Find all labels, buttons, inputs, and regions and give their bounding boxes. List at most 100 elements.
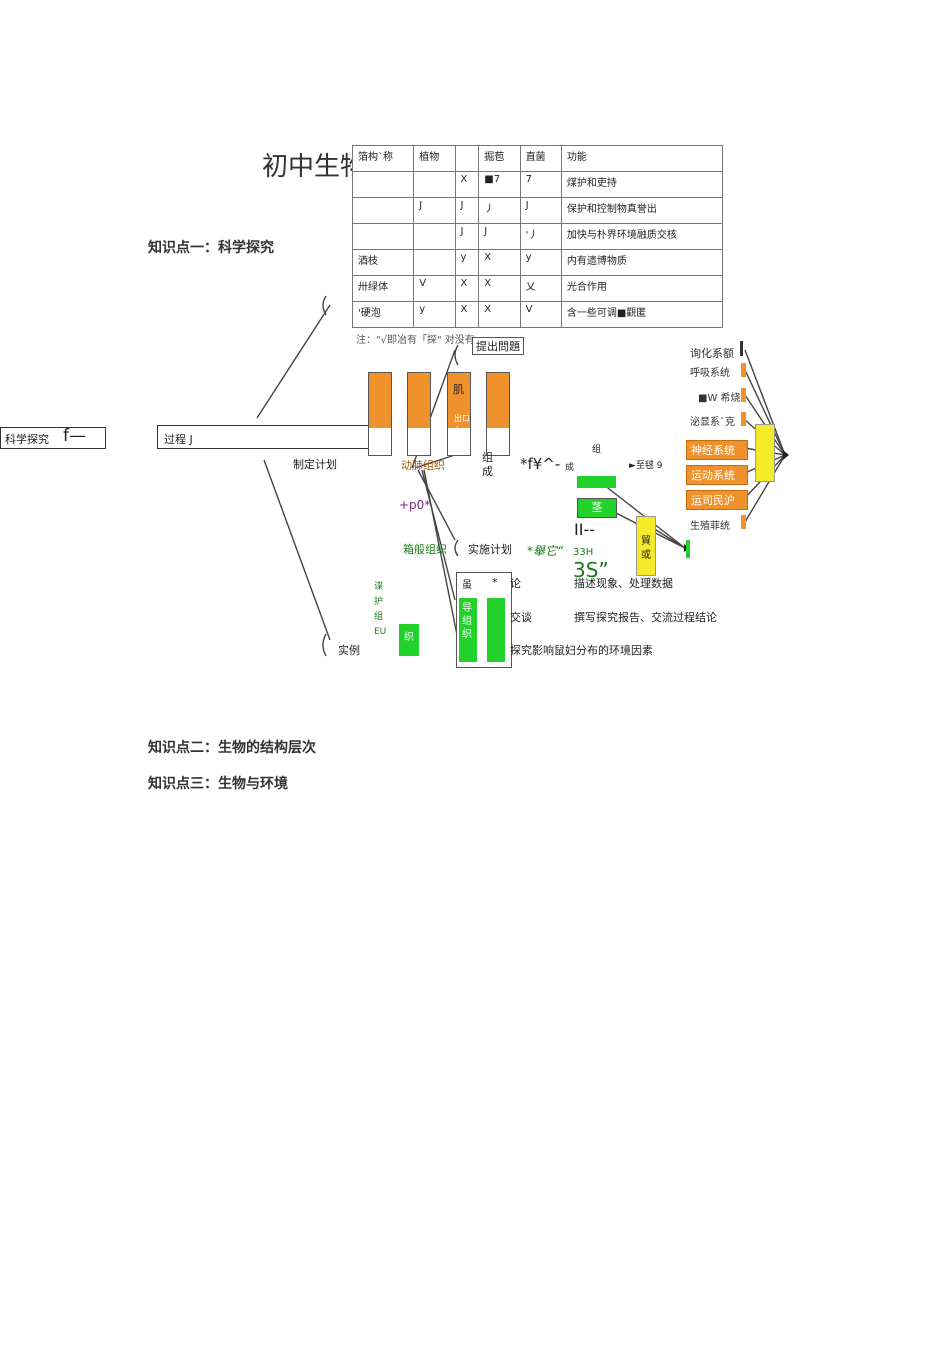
table-cell: '丿 xyxy=(520,224,561,250)
system-breath: 呼吸系统 xyxy=(690,364,730,379)
compose2-label: 组 xyxy=(592,442,601,455)
table-cell: ■7 xyxy=(479,172,520,198)
system-circ: 运司民沪 xyxy=(686,490,748,510)
green-block-1 xyxy=(577,476,616,488)
orange-bar-3: 肌 出口+ xyxy=(447,372,471,456)
table-header-row: 箔构`称 植物 掘苞 直菌 功能 xyxy=(353,146,723,172)
table-cell: y xyxy=(455,250,479,276)
repro-marker xyxy=(741,515,746,529)
star-it-label: *舉它“ xyxy=(527,542,563,559)
table-header-cell: 功能 xyxy=(561,146,722,172)
table-cell: X xyxy=(455,302,479,328)
green-bar-2-top: * xyxy=(492,576,498,589)
table-cell: 乂 xyxy=(520,276,561,302)
table-header-cell: 箔构`称 xyxy=(353,146,414,172)
h33-label: 33H xyxy=(573,547,593,558)
science-inquiry-mark: f— xyxy=(63,426,86,446)
implement-label: 实施计划 xyxy=(468,541,512,557)
table-header-cell xyxy=(455,146,479,172)
protect-1: 谍 xyxy=(374,580,386,595)
urine-marker xyxy=(741,388,746,402)
table-cell xyxy=(414,250,455,276)
table-cell xyxy=(353,224,414,250)
plan-label: 制定计划 xyxy=(293,456,337,472)
green-bar-2: * xyxy=(487,576,505,662)
table-cell: y xyxy=(414,302,455,328)
orange-bar-1 xyxy=(368,372,392,456)
table-cell: 酒枝 xyxy=(353,250,414,276)
compose-label: 组成 xyxy=(482,451,494,479)
protect-2: 护 xyxy=(374,595,386,610)
protect-tissue-labels: 谍 护 组 EU xyxy=(374,580,386,640)
raise-question-box: 提出問題 xyxy=(472,337,524,355)
table-cell xyxy=(414,224,455,250)
table-cell: X xyxy=(479,250,520,276)
system-urine: ■W 希烧 xyxy=(698,389,741,404)
p0-label: +p0* xyxy=(399,498,430,512)
formula-small: 成 xyxy=(565,460,574,473)
discuss-label: 交谈 xyxy=(510,609,532,625)
box-tissue-label: 箱般组织 xyxy=(403,541,447,557)
system-endo: 泌显系`克 xyxy=(690,413,735,428)
example-label: 探究影响鼠妇分布的环境因素 xyxy=(510,642,653,658)
green-tick xyxy=(686,540,690,558)
table-header-cell: 植物 xyxy=(414,146,455,172)
system-nerve: 神经系统 xyxy=(686,440,748,460)
body-yellow-box xyxy=(755,424,775,482)
system-repro: 生殖菲统 xyxy=(690,517,730,532)
system-digest: 询化系额 xyxy=(690,345,734,361)
table-cell: J xyxy=(479,224,520,250)
table-cell: J xyxy=(455,224,479,250)
reach-label: ►至毬 9 xyxy=(629,458,663,471)
table-cell: V xyxy=(520,302,561,328)
table-note: 注："√即冶有「探" 对没有 xyxy=(356,331,475,346)
formula-label: *f¥^- xyxy=(520,455,560,473)
table-cell: X xyxy=(455,172,479,198)
table-cell: y xyxy=(520,250,561,276)
table-cell: 保护和控制物真誉出 xyxy=(561,198,722,224)
science-inquiry-label: 科学探究 xyxy=(5,431,49,447)
conclusion-label: 论 xyxy=(510,575,521,591)
table-cell: X xyxy=(479,302,520,328)
report-label: 撰写探究报告、交流过程结论 xyxy=(574,609,717,625)
process-box: 过程 J xyxy=(157,425,369,449)
system-motion: 运动系统 xyxy=(686,465,748,485)
science-inquiry-box: 科学探究 f— xyxy=(0,427,106,449)
table-cell: 卅绿体 xyxy=(353,276,414,302)
green-bar-1-top: 虽 xyxy=(462,576,472,591)
ii-label: II-- xyxy=(574,520,595,539)
green-bar-1-label: 导组织 xyxy=(462,602,474,641)
table-cell xyxy=(353,198,414,224)
process-label: 过程 J xyxy=(164,431,193,447)
table-cell: 含一些可调■觀匿 xyxy=(561,302,722,328)
table-cell: 煤护和吏持 xyxy=(561,172,722,198)
table-header-cell: 掘苞 xyxy=(479,146,520,172)
green-bar-1: 虽 导组织 xyxy=(459,576,477,662)
orange-bar-2 xyxy=(407,372,431,456)
table-cell: J xyxy=(414,198,455,224)
table-cell: 光合作用 xyxy=(561,276,722,302)
animal-tissue-label: 动肺组织 xyxy=(401,457,445,473)
example-prefix: 实例 xyxy=(338,642,360,658)
record-label: 描述现象、处理数据 xyxy=(574,575,673,591)
table-cell: X xyxy=(455,276,479,302)
table-cell: 加快与朴界环境融质交核 xyxy=(561,224,722,250)
protect-4: EU xyxy=(374,625,386,640)
muscle-label: 肌 xyxy=(453,381,464,397)
endo-marker xyxy=(741,412,746,426)
table-cell xyxy=(414,172,455,198)
orange-bar-4 xyxy=(486,372,510,456)
outlet-label: 出口+ xyxy=(454,413,470,433)
leaf-box: 貿或 xyxy=(636,516,656,576)
table-cell: J xyxy=(455,198,479,224)
stem-box: 茎 xyxy=(577,498,617,518)
table-header-cell: 直菌 xyxy=(520,146,561,172)
table-cell: 7 xyxy=(520,172,561,198)
table-cell xyxy=(353,172,414,198)
